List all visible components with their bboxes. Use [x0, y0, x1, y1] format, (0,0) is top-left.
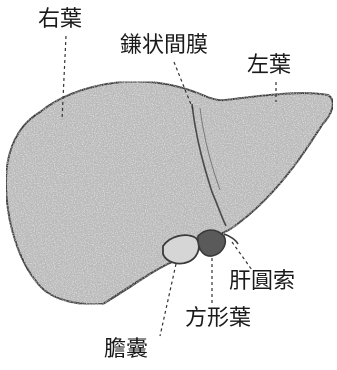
label-round-ligament: 肝圓索 [229, 270, 295, 294]
round-ligament [224, 234, 238, 244]
label-left-lobe: 左葉 [247, 54, 291, 78]
quadrate-lobe [198, 230, 225, 256]
leader-round-ligament [232, 242, 252, 270]
label-falciform-ligament: 鎌状間膜 [120, 34, 208, 58]
leader-gallbladder [160, 264, 176, 336]
gallbladder [163, 235, 199, 263]
label-quadrate-lobe: 方形葉 [185, 307, 251, 331]
label-gallbladder: 膽囊 [104, 338, 148, 362]
label-right-lobe: 右葉 [38, 8, 82, 32]
